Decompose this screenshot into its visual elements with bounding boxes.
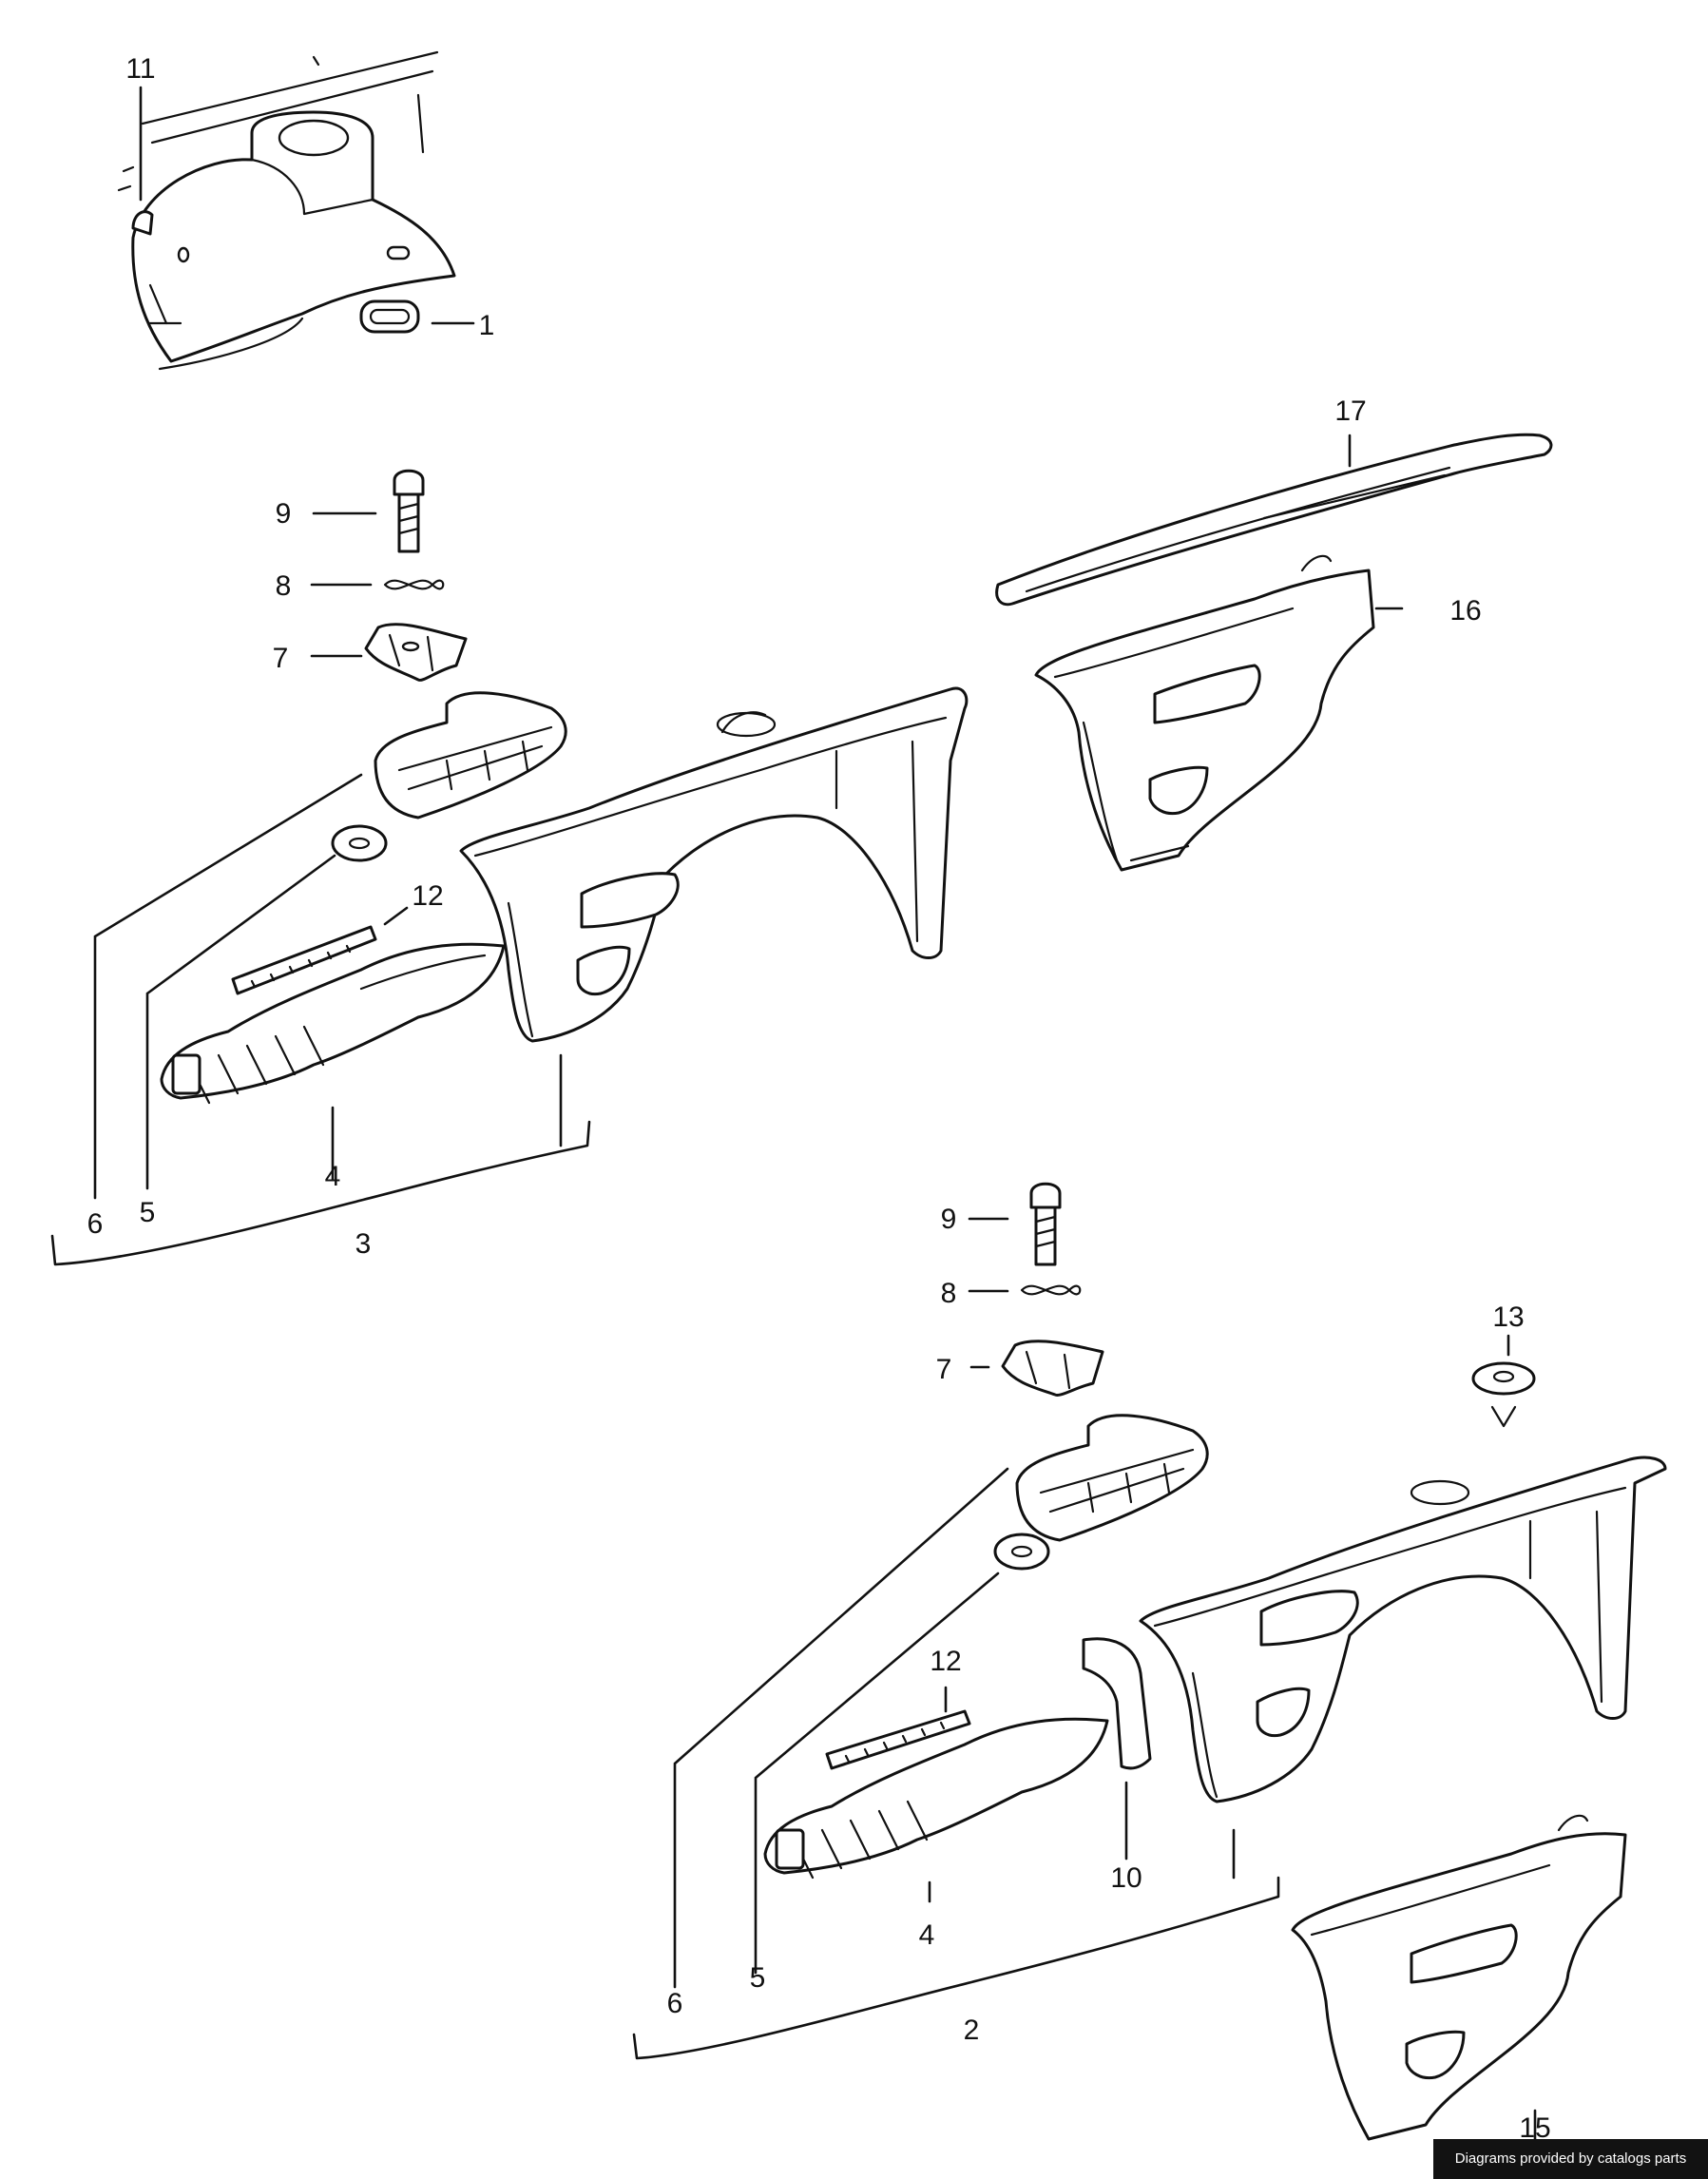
callout-4-bottom: 4 (919, 1919, 935, 1951)
washer-8-top (383, 579, 445, 590)
callout-10: 10 (1110, 1862, 1142, 1894)
callout-9-bottom: 9 (941, 1204, 957, 1235)
callout-13: 13 (1492, 1302, 1524, 1333)
callout-labels: 11 1 17 16 9 8 7 12 6 5 4 3 9 8 7 13 12 … (87, 53, 1551, 2144)
callout-16: 16 (1449, 595, 1481, 627)
bolt-9-bottom (1029, 1182, 1062, 1266)
callout-2: 2 (964, 2015, 980, 2046)
callout-5-bottom: 5 (750, 1962, 766, 1994)
bracket-7-bottom (1001, 1340, 1104, 1398)
panel-15 (1291, 1814, 1627, 2141)
washer-8-bottom (1020, 1284, 1082, 1296)
strip-12-bottom (825, 1709, 971, 1770)
bracket-bottom (1015, 1414, 1209, 1542)
callout-1: 1 (479, 310, 495, 341)
callout-6-top: 6 (87, 1208, 104, 1240)
rail-17 (995, 433, 1553, 607)
bracket-top (374, 691, 567, 820)
callout-12-top: 12 (412, 880, 443, 912)
diagram-credit: Diagrams provided by catalogs parts (1433, 2139, 1708, 2179)
callout-12-bottom: 12 (930, 1646, 961, 1677)
leader-lines (50, 86, 1537, 2179)
callout-4-top: 4 (325, 1161, 341, 1192)
member-4-bottom (763, 1717, 1109, 1880)
bolt-9-top (393, 469, 425, 553)
wheelhouse-bottom (1139, 1456, 1667, 1803)
callout-3: 3 (355, 1228, 372, 1260)
seal-5-top (331, 824, 388, 862)
bracket-7-top (364, 623, 468, 682)
callout-8-top: 8 (276, 570, 292, 602)
grommet-13 (1471, 1361, 1536, 1428)
inset-wheel-housing (117, 50, 456, 371)
seal-5-bottom (993, 1533, 1050, 1571)
strip-12-top (231, 925, 377, 995)
callout-6-bottom: 6 (667, 1988, 683, 2019)
callout-9-top: 9 (276, 498, 292, 530)
reinforcement-10 (1082, 1637, 1152, 1770)
callout-17: 17 (1334, 395, 1366, 427)
panel-16 (1034, 554, 1375, 872)
member-4-top (160, 942, 506, 1105)
callout-15: 15 (1519, 2112, 1550, 2144)
wheelhouse-top (459, 686, 969, 1043)
callout-8-bottom: 8 (941, 1278, 957, 1309)
callout-7-bottom: 7 (936, 1354, 952, 1385)
callout-11: 11 (125, 53, 155, 85)
callout-5-top: 5 (140, 1197, 156, 1228)
callout-7-top: 7 (273, 643, 289, 674)
